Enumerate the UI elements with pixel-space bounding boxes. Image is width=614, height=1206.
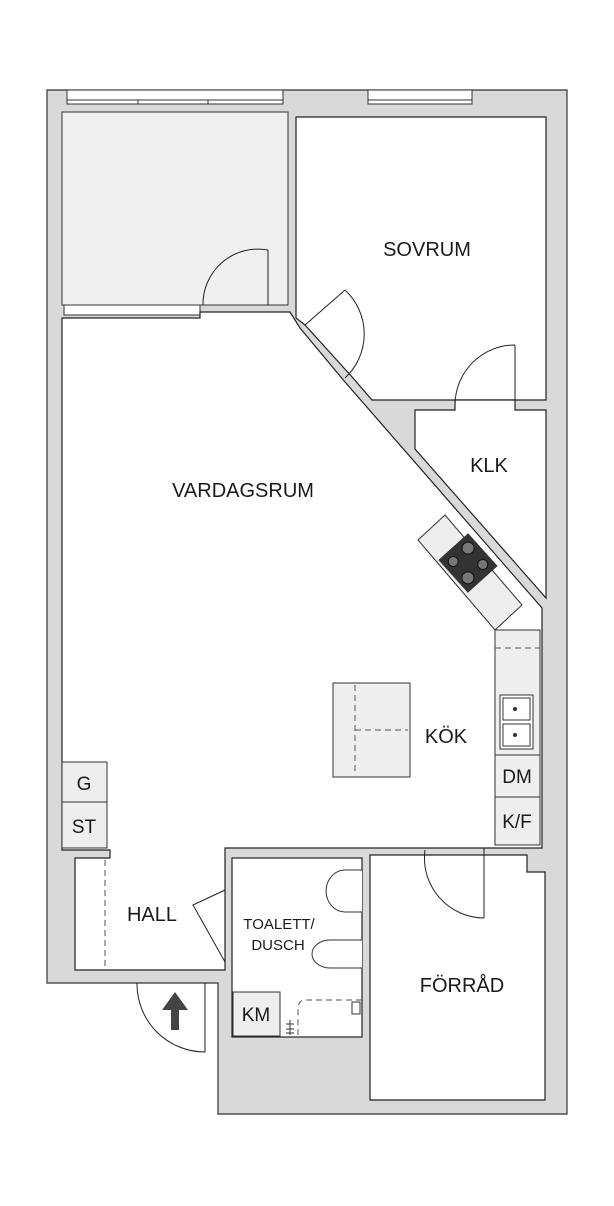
label-vardagsrum: VARDAGSRUM xyxy=(172,480,314,502)
glazed-balcony xyxy=(61,111,289,306)
wardrobe-st: ST xyxy=(61,801,108,849)
balcony-window xyxy=(63,304,201,316)
klk-door[interactable] xyxy=(454,344,516,406)
dishwasher: DM xyxy=(494,754,541,798)
shower-area xyxy=(297,999,362,1035)
balcony-door[interactable] xyxy=(202,248,269,306)
sink-icon xyxy=(499,694,534,750)
label-dusch: DUSCH xyxy=(251,937,304,954)
towel-rail-icon xyxy=(286,1020,294,1035)
km-label: KM xyxy=(242,1005,271,1026)
room-klk xyxy=(414,399,547,600)
label-hall: HALL xyxy=(127,904,177,926)
entrance-door[interactable] xyxy=(136,982,206,1053)
room-sovrum xyxy=(295,116,547,401)
room-vardagsrum-kok xyxy=(61,311,543,971)
washbasin-icon xyxy=(325,869,362,913)
bathroom-door[interactable] xyxy=(192,889,226,963)
label-toalett: TOALETT/ xyxy=(243,916,315,933)
label-kok: KÖK xyxy=(425,726,468,748)
km-washing-machine: KM xyxy=(232,991,281,1037)
wardrobe-g-label: G xyxy=(77,774,92,795)
forrad-door[interactable] xyxy=(423,848,485,919)
room-forrad xyxy=(369,854,546,1101)
label-forrad: FÖRRÅD xyxy=(420,974,504,997)
dishwasher-label: DM xyxy=(502,767,532,788)
window-left xyxy=(66,89,284,105)
kitchen-island xyxy=(332,682,411,778)
wardrobe-st-label: ST xyxy=(72,817,97,838)
shower-fixture-icon xyxy=(351,1001,361,1015)
entrance-arrow-icon xyxy=(162,992,188,1030)
wardrobe-g: G xyxy=(61,761,108,803)
sovrum-door[interactable] xyxy=(304,289,365,379)
fridge-freezer: K/F xyxy=(494,796,541,846)
fridge-label: K/F xyxy=(502,812,532,833)
label-klk: KLK xyxy=(470,455,508,477)
stove-icon xyxy=(438,533,498,593)
toilet-icon xyxy=(311,939,362,969)
label-sovrum: SOVRUM xyxy=(383,239,471,261)
